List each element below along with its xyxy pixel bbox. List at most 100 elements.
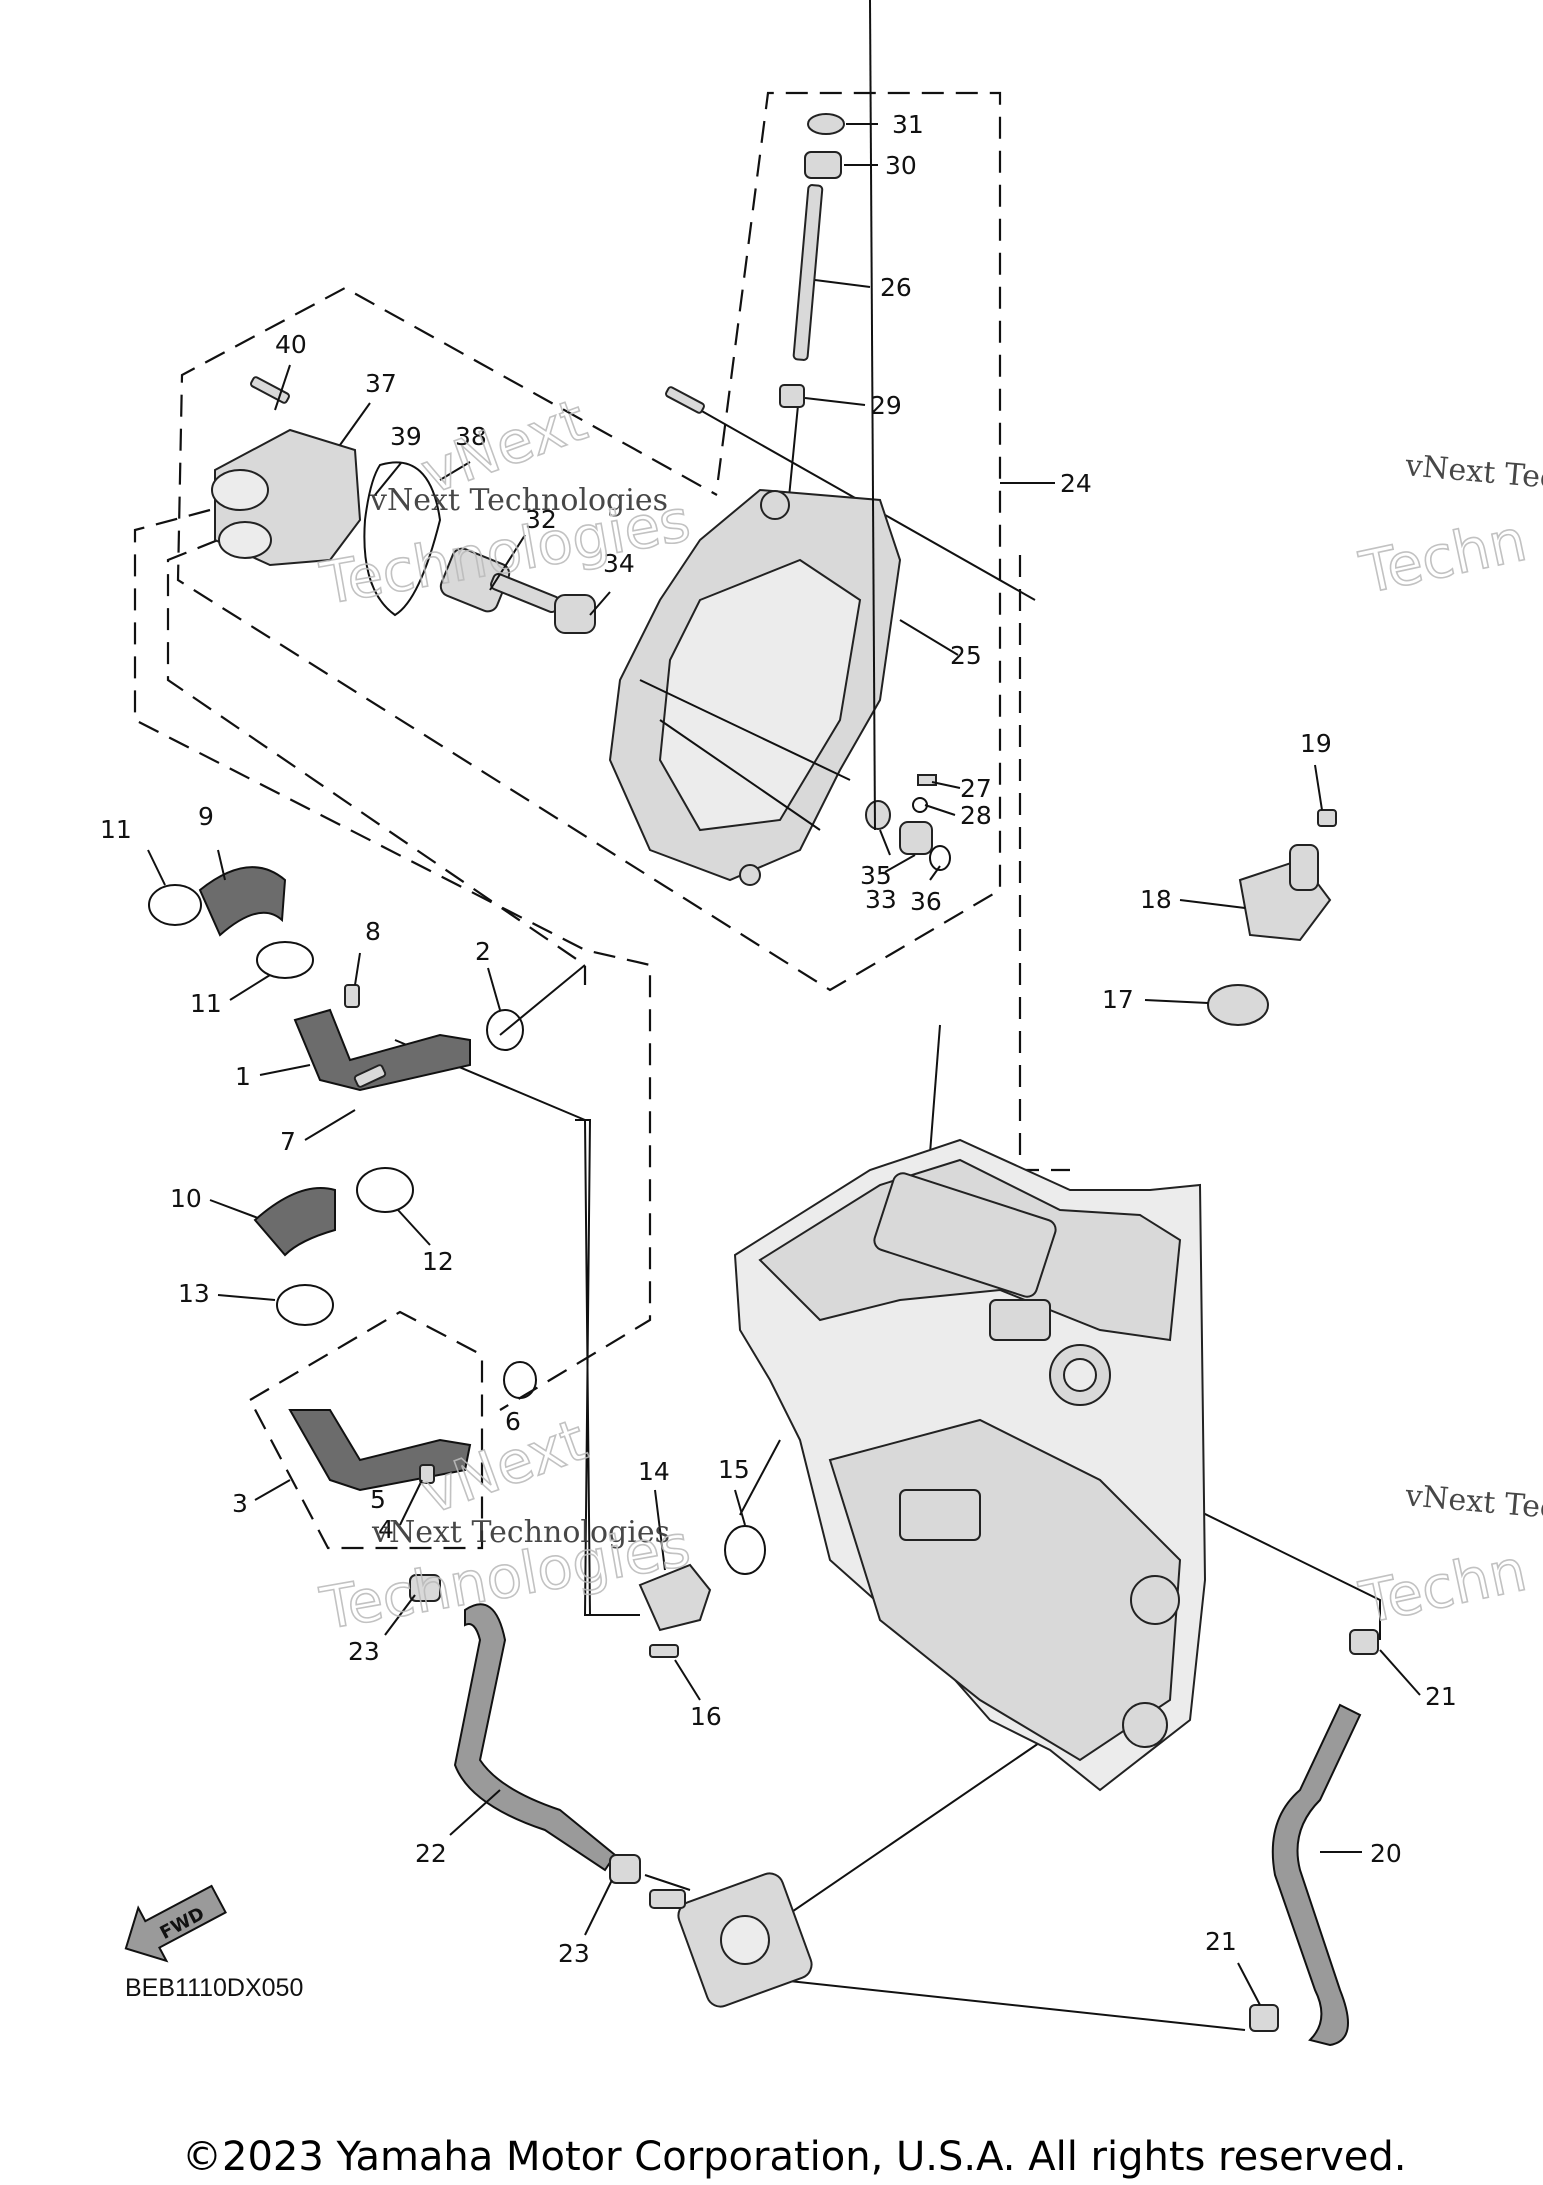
- oring-2: [486, 1009, 524, 1051]
- bolt-8: [344, 984, 360, 1008]
- hose-20: [1271, 1703, 1362, 2047]
- callout-34: 34: [603, 549, 635, 578]
- group-outlines: [176, 91, 1002, 1550]
- hose-10: [253, 1187, 336, 1257]
- watermark-company-partial-1: vNext Tec: [1403, 448, 1543, 496]
- clamp-21a: [1349, 1629, 1379, 1655]
- callout-1: 1: [235, 1062, 251, 1091]
- callout-19: 19: [1300, 729, 1332, 758]
- callout-33: 33: [865, 885, 897, 914]
- thermostat-17: [1207, 984, 1269, 1026]
- part-36-ring: [929, 845, 951, 871]
- water-pump-housing-37: [211, 428, 362, 567]
- oil-cooler: [649, 1872, 813, 2008]
- callout-22: 22: [415, 1839, 447, 1868]
- clamp-11a: [148, 884, 202, 926]
- fwd-arrow-shape: [124, 1884, 227, 1963]
- water-pump-cover: [608, 488, 902, 886]
- bolt-4: [419, 1464, 435, 1484]
- callout-39: 39: [390, 422, 422, 451]
- callout-37: 37: [365, 369, 397, 398]
- callout-35: 35: [860, 861, 892, 890]
- callout-13: 13: [178, 1279, 210, 1308]
- callout-30: 30: [885, 151, 917, 180]
- impeller-32: [439, 547, 560, 614]
- engine-block: [733, 1138, 1207, 1792]
- callout-10: 10: [170, 1184, 202, 1213]
- fwd-arrow: FWD: [124, 1884, 227, 1963]
- callout-2: 2: [475, 937, 491, 966]
- part-29-bush: [779, 384, 805, 408]
- callout-23a: 23: [348, 1637, 380, 1666]
- callout-20: 20: [1370, 1839, 1402, 1868]
- callout-21b: 21: [1205, 1927, 1237, 1956]
- callout-23b: 23: [558, 1939, 590, 1968]
- callout-12: 12: [422, 1247, 454, 1276]
- shaft-26: [792, 184, 824, 361]
- clamp-23b: [609, 1854, 641, 1884]
- seal-34: [554, 594, 596, 634]
- group-24-outline: [176, 91, 1002, 992]
- callout-17: 17: [1102, 985, 1134, 1014]
- pipe-1: [293, 1008, 471, 1092]
- callout-11a: 11: [100, 815, 132, 844]
- callout-9: 9: [198, 802, 214, 831]
- hose-9: [198, 866, 287, 937]
- callout-40: 40: [275, 330, 307, 359]
- part-33-bearing: [899, 821, 933, 855]
- copyright-notice: ©2023 Yamaha Motor Corporation, U.S.A. A…: [182, 2134, 1407, 2180]
- callout-5: 5: [370, 1485, 386, 1514]
- engine-cam-cover: [873, 1172, 1057, 1298]
- callout-18: 18: [1140, 885, 1172, 914]
- callout-labels: 31 30 26 29 24 25 40 37 39 38 32 34 27 2…: [100, 110, 1457, 1968]
- callout-25: 25: [950, 641, 982, 670]
- gasket-38: [363, 461, 442, 617]
- callout-31: 31: [892, 110, 924, 139]
- hose-22: [453, 1603, 617, 1872]
- callout-27: 27: [960, 774, 992, 803]
- callout-4: 4: [378, 1515, 394, 1544]
- clamp-23a: [409, 1574, 441, 1602]
- callout-15: 15: [718, 1455, 750, 1484]
- callout-7: 7: [280, 1127, 296, 1156]
- callout-14: 14: [638, 1457, 670, 1486]
- callout-32: 32: [525, 505, 557, 534]
- part-30-bearing: [804, 151, 842, 179]
- part-27-clip: [917, 774, 937, 786]
- watermark-brand-top-2: vNext: [413, 1406, 595, 1528]
- watermark-company-1: vNext Technologies: [369, 483, 668, 518]
- oring-6: [503, 1361, 537, 1399]
- callout-3: 3: [232, 1489, 248, 1518]
- diagram-code: BEB1110DX050: [125, 1974, 303, 2002]
- watermark-bottom-partial-1: Techn: [1354, 506, 1532, 607]
- leader-lines: [147, 0, 1421, 2006]
- part-28-ring: [912, 797, 928, 813]
- callout-38: 38: [455, 422, 487, 451]
- callout-28: 28: [960, 801, 992, 830]
- callout-8: 8: [365, 917, 381, 946]
- bolt-cover: [665, 386, 705, 414]
- clamp-21b: [1249, 2004, 1279, 2032]
- part-31-washer: [807, 113, 845, 135]
- callout-11b: 11: [190, 989, 222, 1018]
- watermark-company-2: vNext Technologies: [371, 1515, 670, 1550]
- bolt-19: [1317, 809, 1337, 827]
- part-35-oring: [865, 800, 891, 830]
- watermark-bottom-partial-2: Techn: [1354, 1536, 1532, 1637]
- group-3-outline: [248, 1310, 484, 1550]
- callout-29: 29: [870, 391, 902, 420]
- fitting-14: [638, 1563, 712, 1632]
- bolt-16: [649, 1644, 679, 1658]
- clamp-12: [356, 1167, 414, 1213]
- watermark-company-partial-2: vNext Tec: [1403, 1478, 1543, 1526]
- callout-21a: 21: [1425, 1682, 1457, 1711]
- clamp-13: [276, 1284, 334, 1326]
- callout-16: 16: [690, 1702, 722, 1731]
- bolt-7: [353, 1064, 387, 1088]
- thermostat-cover-18: [1238, 844, 1332, 942]
- callout-24: 24: [1060, 469, 1092, 498]
- clamp-11b: [256, 941, 314, 979]
- oring-15: [724, 1525, 766, 1575]
- callout-6: 6: [505, 1407, 521, 1436]
